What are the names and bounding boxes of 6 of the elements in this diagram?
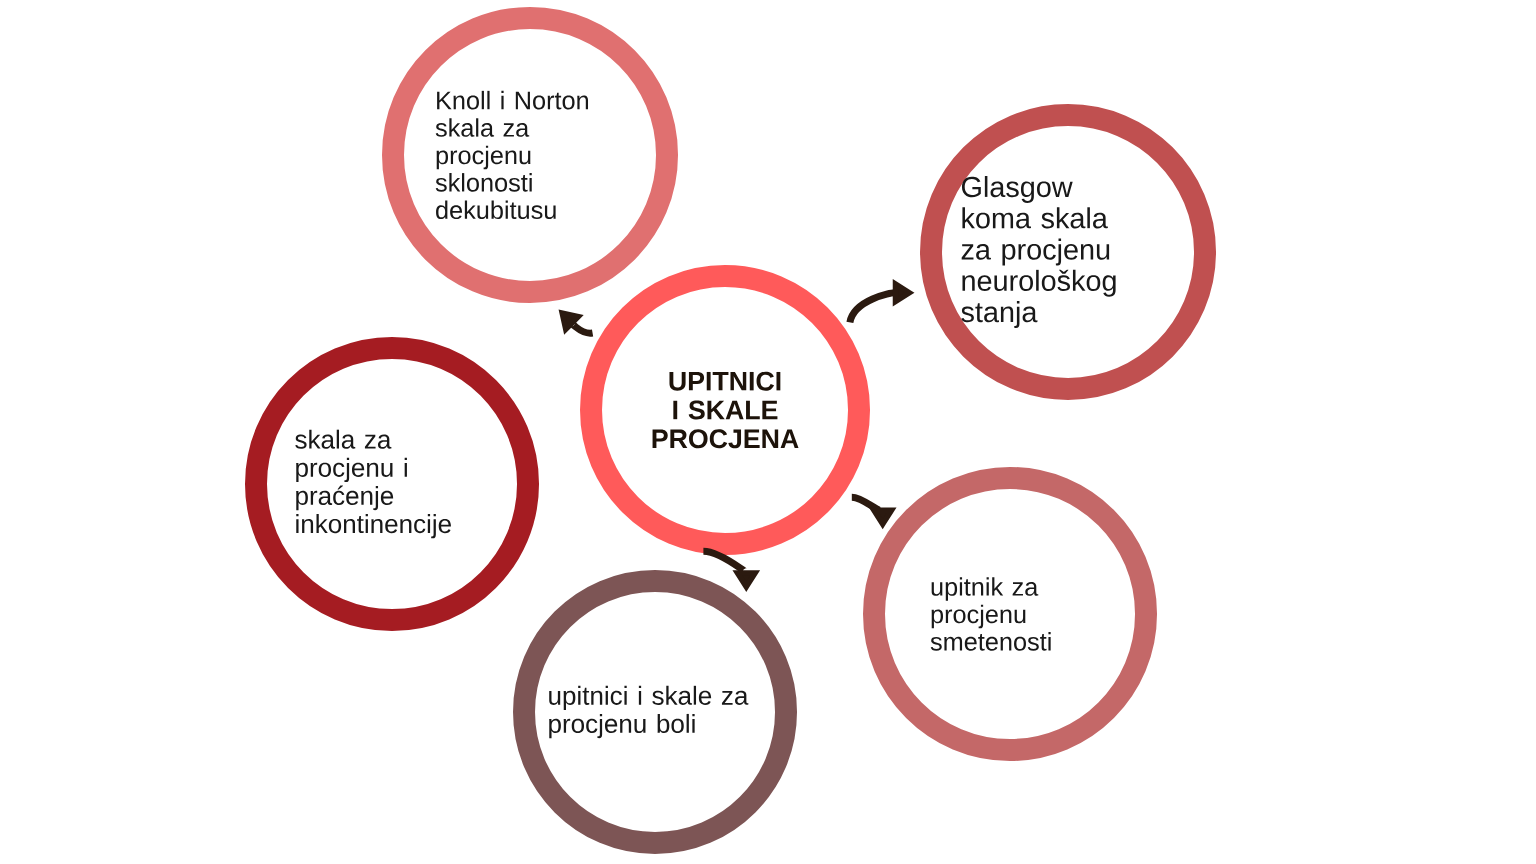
circle-node: skala za procjenu i praćenje inkontinencije	[245, 337, 539, 631]
circle-node: UPITNICI I SKALE PROCJENA	[580, 265, 870, 555]
circle-node: Knoll i Norton skala za procjenu sklonosti dekubitusu	[382, 7, 678, 303]
circle-node: Glasgow koma skala za procjenu neurološkog stanja	[920, 104, 1216, 400]
circle-node: upitnik za procjenu smetenosti	[863, 467, 1157, 761]
circle-node: upitnici i skale za procjenu boli	[513, 570, 797, 854]
